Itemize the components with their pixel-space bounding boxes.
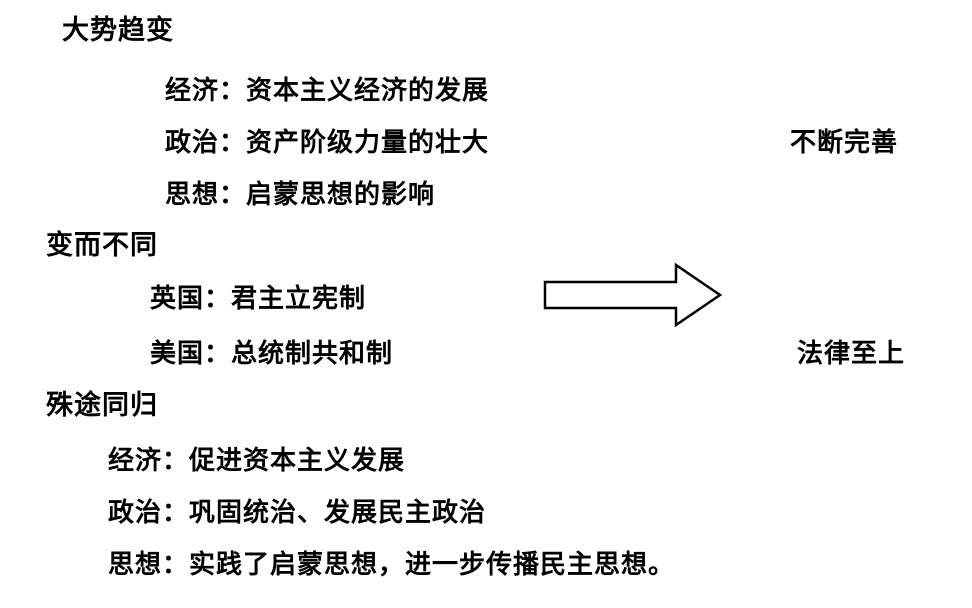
convergence-thought: 思想：实践了启蒙思想，进一步传播民主思想。	[108, 550, 676, 580]
trend-thought: 思想：启蒙思想的影响	[165, 180, 436, 210]
section-title-convergence: 殊途同归	[46, 390, 158, 421]
convergence-economy: 经济：促进资本主义发展	[108, 446, 406, 476]
trend-economy: 经济：资本主义经济的发展	[165, 76, 490, 106]
section-title-difference: 变而不同	[46, 230, 158, 261]
convergence-politics: 政治：巩固统治、发展民主政治	[108, 498, 487, 528]
section-title-trend: 大势趋变	[62, 15, 174, 46]
result-improve: 不断完善	[790, 128, 899, 158]
result-law: 法律至上	[797, 339, 906, 369]
trend-politics: 政治：资产阶级力量的壮大	[165, 128, 490, 158]
difference-usa: 美国：总统制共和制	[150, 339, 394, 369]
difference-britain: 英国：君主立宪制	[150, 284, 367, 314]
right-arrow-icon	[543, 262, 723, 328]
